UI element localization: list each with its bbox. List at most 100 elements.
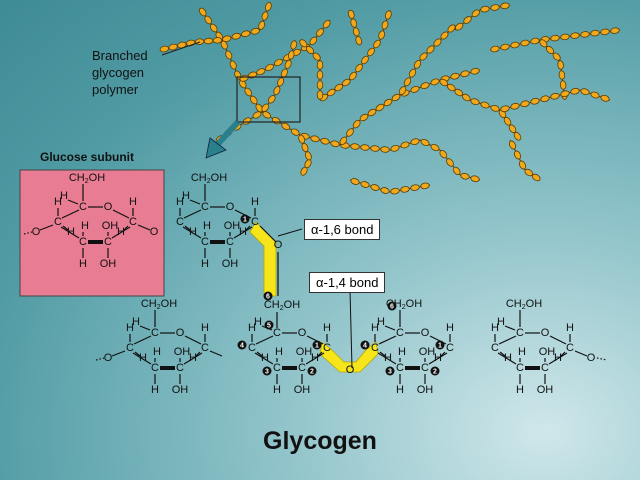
- atom-label: OH: [539, 346, 556, 358]
- atom-label: O: [274, 239, 283, 251]
- glucose-bead: [580, 88, 590, 96]
- glucose-bead: [410, 85, 420, 93]
- atom-label: H: [189, 226, 197, 238]
- glucose-bead: [380, 187, 390, 194]
- glucose-bead: [262, 111, 272, 119]
- glucose-bead: [316, 80, 324, 90]
- glucose-bead: [349, 71, 357, 81]
- glucose-bead: [256, 68, 266, 76]
- glucose-bead: [320, 137, 330, 145]
- glucose-bead: [460, 70, 470, 78]
- glucose-bead: [258, 20, 266, 30]
- svg-text:3: 3: [388, 368, 392, 375]
- atom-label: O: [176, 327, 185, 339]
- glucose-bead: [461, 93, 471, 102]
- atom-label: C: [566, 342, 574, 354]
- atom-label: C: [396, 327, 404, 339]
- glucose-bead: [503, 116, 512, 126]
- svg-text:6: 6: [390, 303, 394, 310]
- atom-label: H: [554, 352, 562, 364]
- glucose-bead: [552, 52, 561, 61]
- atom-label: OH: [294, 384, 311, 396]
- atom-label: H: [139, 352, 147, 364]
- atom-label: O: [421, 327, 430, 339]
- atom-label: H: [176, 196, 184, 208]
- atom-label: H: [117, 226, 125, 238]
- glucose-bead: [530, 37, 540, 45]
- glucose-bead: [550, 92, 560, 100]
- glucose-bead: [557, 60, 564, 70]
- atom-label: H: [371, 322, 379, 334]
- glucose-bead: [500, 105, 510, 113]
- atom-label: C: [54, 216, 62, 228]
- glucose-bead: [510, 102, 520, 110]
- atom-label: C: [273, 327, 281, 339]
- carbon-number: [360, 340, 370, 350]
- atom-label: C: [176, 216, 184, 228]
- atom-label: C: [541, 362, 549, 374]
- glucose-bead: [446, 158, 454, 167]
- glucose-bead: [463, 16, 472, 24]
- atom-label: H: [126, 322, 134, 334]
- glucose-bead: [420, 82, 430, 90]
- atom-label: O: [150, 226, 159, 238]
- glucose-bead: [301, 142, 309, 153]
- svg-text:1: 1: [315, 342, 319, 349]
- glucose-bead: [378, 30, 386, 40]
- glucose-bead: [290, 40, 298, 50]
- atom-label: OH: [174, 346, 191, 358]
- glucose-bead: [452, 166, 461, 176]
- glucose-bead: [359, 113, 369, 122]
- carbon-number: [237, 340, 247, 350]
- atom-label: C: [151, 327, 159, 339]
- glucose-bead: [400, 186, 410, 193]
- glucose-bead: [352, 27, 360, 37]
- glucose-bead: [383, 98, 393, 107]
- glucose-bead: [300, 166, 308, 176]
- glucose-bead: [231, 32, 241, 40]
- atom-label: C: [126, 342, 134, 354]
- glucose-bead: [433, 38, 442, 47]
- atom-label: H: [248, 322, 256, 334]
- glucose-bead: [419, 52, 428, 61]
- atom-label: H: [151, 384, 159, 396]
- atom-label: O: [32, 226, 41, 238]
- atom-label: CH2OH: [264, 299, 300, 312]
- glucose-bead: [267, 95, 276, 104]
- glucose-bead: [413, 59, 422, 69]
- glucose-bead: [339, 136, 348, 146]
- alpha-1-4-highlight: [319, 341, 379, 373]
- atom-label: H: [275, 346, 283, 358]
- atom-label: H: [129, 196, 137, 208]
- svg-text:3: 3: [265, 368, 269, 375]
- atom-label: C: [516, 327, 524, 339]
- glucose-bead: [367, 47, 375, 57]
- atom-label: C: [516, 362, 524, 374]
- page-title: Glycogen: [263, 427, 377, 455]
- atom-label: H: [491, 322, 499, 334]
- atom-label: O: [298, 327, 307, 339]
- glucose-bead: [559, 80, 567, 90]
- atom-label: H: [203, 220, 211, 232]
- glucose-bead: [225, 50, 233, 60]
- atom-label: H: [434, 352, 442, 364]
- glucose-bead: [373, 39, 381, 49]
- glucose-bead: [513, 150, 522, 160]
- glucose-bead: [360, 144, 370, 151]
- glucose-bead: [530, 97, 540, 105]
- glucose-bead: [440, 31, 449, 40]
- glucose-bead: [513, 131, 522, 141]
- glucose-bead: [375, 103, 385, 112]
- atom-label: OH: [222, 258, 239, 270]
- atom-label: O: [541, 327, 550, 339]
- glucose-bead: [508, 140, 517, 150]
- atom-label: C: [201, 236, 209, 248]
- glucose-bead: [334, 83, 344, 92]
- glucose-bead: [400, 141, 410, 149]
- glucose-bead: [531, 173, 541, 182]
- atom-label: OH: [100, 258, 117, 270]
- atom-label: H: [311, 352, 319, 364]
